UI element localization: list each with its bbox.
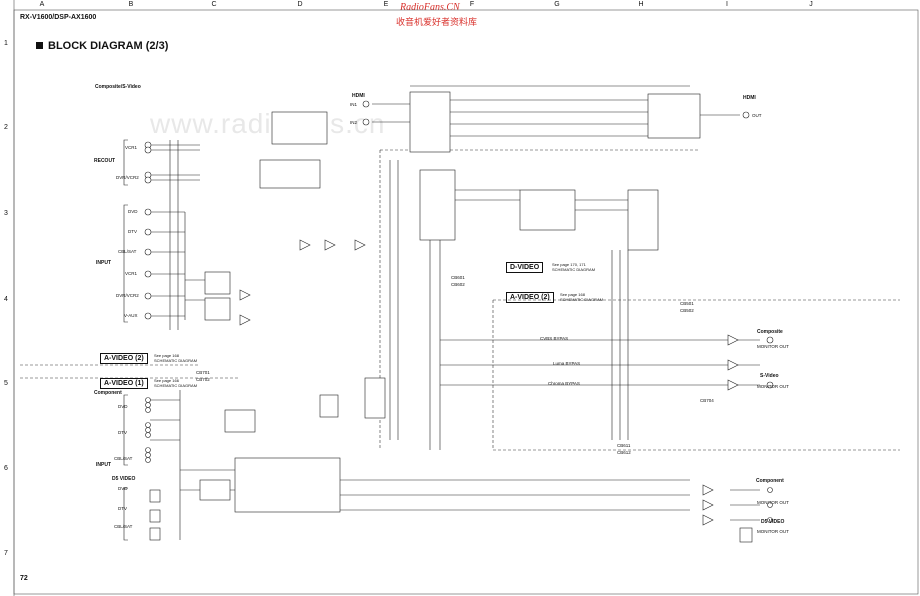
d-video-note1: See page 170, 171 [552,262,586,267]
bypass-cvbs: CVBS BYPAS [540,336,569,341]
recout-label: RECOUT [94,158,116,164]
page-number: 72 [20,575,28,582]
component-label: Component [94,390,122,396]
model-header: RX-V1600/DSP-AX1600 [20,14,97,21]
connector-label: CB612 [617,450,631,455]
d5-item-cbl-sat: CBL/SAT [114,524,133,529]
grid-row-4: 4 [4,296,8,303]
input-item-cbl-sat: CBL/SAT [118,249,137,254]
grid-column-i: I [726,1,728,8]
component-input-label: INPUT [96,462,111,468]
grid-row-5: 5 [4,380,8,387]
grid-column-g: G [554,1,560,8]
input-item-v-aux: V-AUX [124,313,138,318]
grid-column-d: D [297,1,303,8]
page-title-text: BLOCK DIAGRAM (2/3) [48,40,169,52]
d5-item-dvd: DVD [118,486,128,491]
hdmi-in2: IN2 [350,120,358,125]
a-video-1-note1: See page 166 [154,378,179,383]
recout-item-vcr1: VCR1 [125,145,138,150]
connector-label: CB502 [680,308,694,313]
component-item-dtv: DTV [118,430,127,435]
d5-video-label: D5 VIDEO [112,476,136,482]
grid-column-h: H [638,1,644,8]
connector-label: CB702 [196,377,210,382]
component-monitor-out: MONITOR OUT [757,500,789,505]
grid-row-3: 3 [4,210,8,217]
hdmi-in1: IN1 [350,102,358,107]
svideo-monitor-out: MONITOR OUT [757,384,789,389]
watermark-chinese: 收音机爱好者资料库 [396,17,478,27]
input-label: INPUT [96,260,111,266]
page-title: BLOCK DIAGRAM (2/3) [36,40,168,52]
input-item-vcr1: VCR1 [125,271,138,276]
input-item-dvr-vcr2: DVR/VCR2 [116,293,139,298]
hdmi-out-port: OUT [752,113,762,118]
grid-column-b: B [128,1,134,8]
d5-item-dtv: DTV [118,506,127,511]
connector-label: CB611 [617,443,631,448]
d-video-note2: SCHEMATIC DIAGRAM [552,267,596,272]
input-item-dvd: DVD [128,209,138,214]
connector-label: CB704 [700,398,714,403]
connector-label: CB501 [680,301,694,306]
grid-row-7: 7 [4,550,8,557]
a-video-2-right-note1: See page 168 [560,292,585,297]
grid-row-6: 6 [4,465,8,472]
a-video-1-badge: A-VIDEO (1) [100,378,148,389]
a-video-2-left-badge: A-VIDEO (2) [100,353,148,364]
recout-item-dvr-vcr2: DVR/VCR2 [116,175,139,180]
a-video-2-right-badge: A-VIDEO (2) [506,292,554,303]
hdmi-in-label: HDMI [352,93,365,99]
grid-row-2: 2 [4,124,8,131]
a-video-2-right-note2: SCHEMATIC DIAGRAM [560,297,604,302]
bypass-luma: Luma BYPAS [553,361,581,366]
a-video-2-left-note2: SCHEMATIC DIAGRAM [154,358,198,363]
d5-monitor-out: MONITOR OUT [757,529,789,534]
watermark-site: RadioFans.CN [400,2,460,13]
watermark-faint: www.radiofans.cn [150,108,386,139]
connector-label: CB701 [196,370,210,375]
component-out-label: Component [756,478,784,484]
component-item-cbl-sat: CBL/SAT [114,456,133,461]
grid-column-j: J [809,1,813,8]
grid-row-1: 1 [4,40,8,47]
hdmi-out-label: HDMI [743,95,756,101]
input-item-dtv: DTV [128,229,137,234]
grid-column-e: E [383,1,389,8]
grid-column-c: C [211,1,217,8]
composite-out-label: Composite [757,329,783,335]
a-video-2-left-note1: See page 168 [154,353,179,358]
grid-column-a: A [39,1,45,8]
d-video-badge: D-VIDEO [506,262,544,273]
svideo-out-label: S-Video [760,373,779,379]
connector-label: CB601 [451,275,465,280]
d5-out-label: D5 VIDEO [761,519,785,525]
component-item-dvd: DVD [118,404,128,409]
composite-svideo-heading: Composite/S-Video [95,84,141,90]
bypass-chroma: Chroma BYPAS [548,381,580,386]
grid-column-f: F [469,1,475,8]
square-bullet-icon [36,42,43,49]
connector-label: CB602 [451,282,465,287]
a-video-1-note2: SCHEMATIC DIAGRAM [154,383,198,388]
composite-monitor-out: MONITOR OUT [757,344,789,349]
